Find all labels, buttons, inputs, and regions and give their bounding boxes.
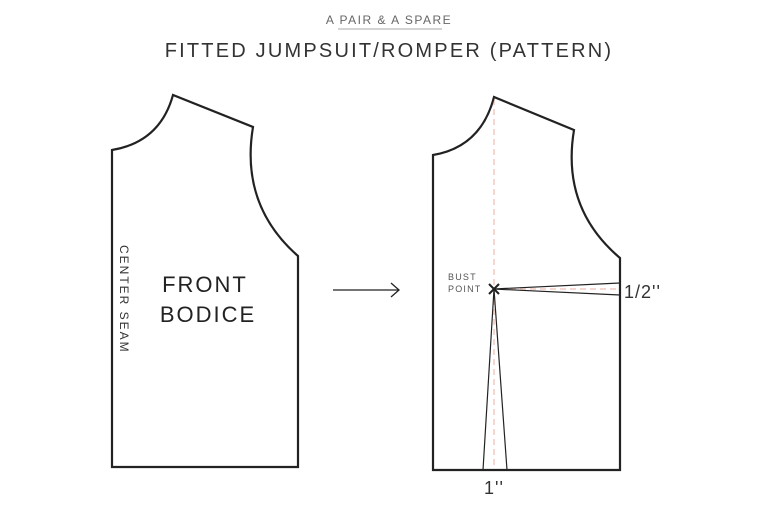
bodice-outline [431,95,622,472]
page-title: FITTED JUMPSUIT/ROMPER (PATTERN) [165,40,614,62]
arrow-icon [333,282,400,298]
bodice-with-darts: BUST POINT 1/2'' 1'' [431,95,661,498]
bust-point-marker-icon [488,283,500,295]
waist-dart [482,288,508,471]
bodice-outline [110,93,300,469]
bust-label: BUST [448,272,477,282]
front-label: FRONT [162,272,248,297]
center-seam-label: CENTER SEAM [117,245,131,354]
brand-name: A PAIR & A SPARE [326,13,452,27]
side-dart-measurement: 1/2'' [624,282,661,302]
bodice-label: BODICE [160,302,256,327]
front-bodice-piece: FRONT BODICE CENTER SEAM [110,93,300,469]
point-label: POINT [448,284,482,294]
waist-dart-measurement: 1'' [484,478,504,498]
